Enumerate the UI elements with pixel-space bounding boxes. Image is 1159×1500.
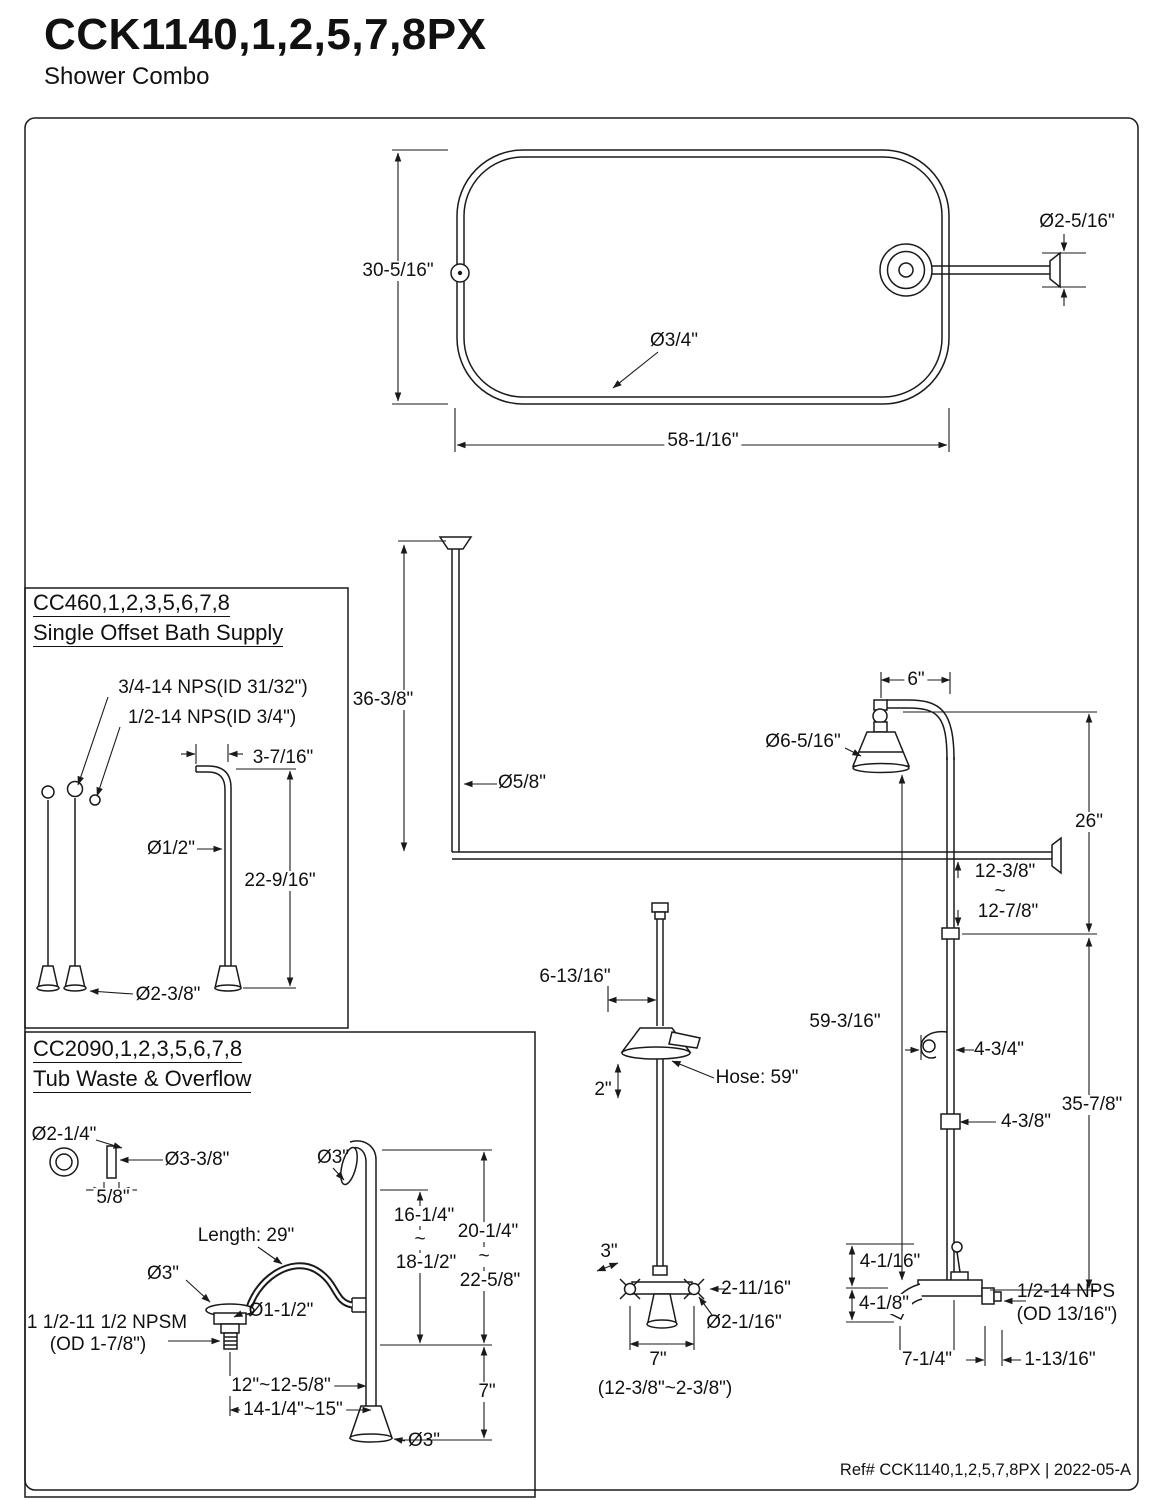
dim-hook-to-faucet: 35-7/8" xyxy=(1058,1095,1126,1115)
dim-base-flange-diameter: Ø3" xyxy=(407,1430,441,1452)
curtain-rod-front xyxy=(452,836,1062,875)
dim-faucet-upper: 4-1/16" xyxy=(859,1251,921,1273)
waste-inset-title: CC2090,1,2,3,5,6,7,8 xyxy=(33,1036,243,1064)
label-supply-thread-12: 1/2-14 NPS(ID 3/4") xyxy=(127,707,297,729)
dim-waste-overall-tilde: ~ xyxy=(475,1247,493,1267)
waste-inset-header: CC2090,1,2,3,5,6,7,8 Tub Waste & Overflo… xyxy=(33,1036,252,1097)
dim-rod-to-hook-min: 12-3/8" xyxy=(974,861,1036,883)
dim-oval-height: 30-5/16" xyxy=(359,261,437,281)
dim-handshower-offset: 6-13/16" xyxy=(539,966,611,988)
dim-waste-overall-min: 20-1/4" xyxy=(454,1222,522,1242)
dim-supply-offset: 3-7/16" xyxy=(252,747,314,769)
dim-drain-span-min: 12"~12-5/8" xyxy=(228,1376,334,1396)
dim-shower-head-diameter: Ø6-5/16" xyxy=(765,731,841,753)
cross-handle-right xyxy=(683,1278,705,1300)
label-drain-thread-od: (OD 1-7/8") xyxy=(49,1334,147,1356)
label-faucet-thread: 1/2-14 NPS xyxy=(1016,1281,1116,1303)
dim-faucet-lower: 4-1/8" xyxy=(855,1294,913,1314)
dim-nipple-length: 1-13/16" xyxy=(1024,1349,1096,1371)
dim-spout-reach: 7-1/4" xyxy=(898,1350,956,1370)
shower-riser-assembly xyxy=(851,699,1002,1321)
dim-drain-drop: 7" xyxy=(475,1382,499,1402)
dim-drain-tailpiece-diameter: Ø1-1/2" xyxy=(248,1300,314,1322)
page-title: CCK1140,1,2,5,7,8PX xyxy=(44,10,487,59)
hand-shower-assembly xyxy=(619,902,705,1329)
dim-support-height: 36-3/8" xyxy=(349,690,417,710)
overflow-plate xyxy=(340,1146,358,1186)
dim-drain-span-max: 14-1/4"~15" xyxy=(240,1400,346,1420)
hand-shower-dimensions xyxy=(596,986,728,1350)
dim-overall-height: 59-3/16" xyxy=(806,1012,884,1032)
label-supply-thread-34: 3/4-14 NPS(ID 31/32") xyxy=(118,677,308,699)
dim-cradle-reach: 4-3/4" xyxy=(973,1039,1025,1061)
dim-supply-height: 22-9/16" xyxy=(241,871,319,891)
dim-supply-base-diameter: Ø2-3/8" xyxy=(135,984,201,1006)
handshower-face xyxy=(621,1046,691,1060)
dim-supply-tube-diameter: Ø1/2" xyxy=(147,838,195,860)
supply-inset-title: CC460,1,2,3,5,6,7,8 xyxy=(33,590,230,618)
dim-overflow-tilde: ~ xyxy=(411,1230,429,1250)
title-block: CCK1140,1,2,5,7,8PX Shower Combo xyxy=(44,10,487,91)
label-drain-hose-length: Length: 29" xyxy=(197,1225,295,1247)
hose-hook-fitting xyxy=(941,927,960,940)
waste-inset-subtitle: Tub Waste & Overflow xyxy=(33,1067,252,1094)
dim-union-offset: 4-3/8" xyxy=(1000,1111,1052,1133)
dim-faucet-centers: 7" xyxy=(649,1349,667,1371)
dim-overflow-min: 16-1/4" xyxy=(390,1206,458,1226)
dim-shower-arm-reach: 6" xyxy=(904,670,928,690)
dim-gasket-od: Ø3-3/8" xyxy=(164,1149,230,1171)
page-subtitle: Shower Combo xyxy=(44,63,210,91)
dim-waste-overall-max: 22-5/8" xyxy=(456,1271,524,1291)
supply-inset-subtitle: Single Offset Bath Supply xyxy=(33,621,284,648)
ref-number: Ref# CCK1140,1,2,5,7,8PX | 2022-05-A xyxy=(839,1461,1131,1479)
dim-overflow-plate-diameter: Ø3" xyxy=(316,1147,350,1169)
ceiling-support xyxy=(438,536,473,852)
supply-inset-box xyxy=(24,587,349,1029)
dim-oval-width: 58-1/16" xyxy=(664,431,742,451)
waste-inset-box xyxy=(24,1031,536,1498)
dim-overflow-max: 18-1/2" xyxy=(392,1253,460,1273)
dim-rod-to-hook-tilde: ~ xyxy=(994,881,1006,903)
dim-rod-to-hook-max: 12-7/8" xyxy=(977,901,1039,923)
cross-handle-left xyxy=(619,1278,641,1300)
dim-handle-size: 3" xyxy=(600,1241,618,1263)
handshower-handle xyxy=(668,1031,701,1049)
shower-head-face xyxy=(852,762,910,774)
dim-support-tube-diameter: Ø5/8" xyxy=(498,772,546,794)
dim-rod-tube-diameter: Ø3/4" xyxy=(650,330,698,352)
dim-faucet-centers-range: (12-3/8"~2-3/8") xyxy=(597,1378,733,1400)
dim-washer-diameter: Ø2-1/4" xyxy=(31,1124,97,1146)
dim-gasket-thickness: 5/8" xyxy=(93,1188,133,1208)
supply-inset-drawing xyxy=(36,765,242,992)
waste-gasket xyxy=(106,1145,117,1179)
label-faucet-thread-od: (OD 13/16") xyxy=(1016,1304,1118,1326)
waste-washer xyxy=(49,1147,79,1177)
dim-head-to-rod: 26" xyxy=(1072,812,1106,832)
curtain-rod-top-view xyxy=(450,149,1061,405)
dim-handle-flange-diameter: Ø2-1/16" xyxy=(706,1312,782,1334)
supply-inset-header: CC460,1,2,3,5,6,7,8 Single Offset Bath S… xyxy=(33,590,284,651)
dim-handshower-head-height: 2" xyxy=(594,1079,612,1101)
label-drain-thread: 1 1/2-11 1/2 NPSM xyxy=(26,1312,188,1334)
dim-handle-offset: 2-11/16" xyxy=(721,1278,791,1300)
label-hose-length: Hose: 59" xyxy=(715,1067,799,1089)
dim-wall-flange-diameter: Ø2-5/16" xyxy=(1039,211,1115,233)
supply-escutcheon-small xyxy=(41,785,55,799)
dim-drain-flange-diameter: Ø3" xyxy=(146,1263,180,1285)
